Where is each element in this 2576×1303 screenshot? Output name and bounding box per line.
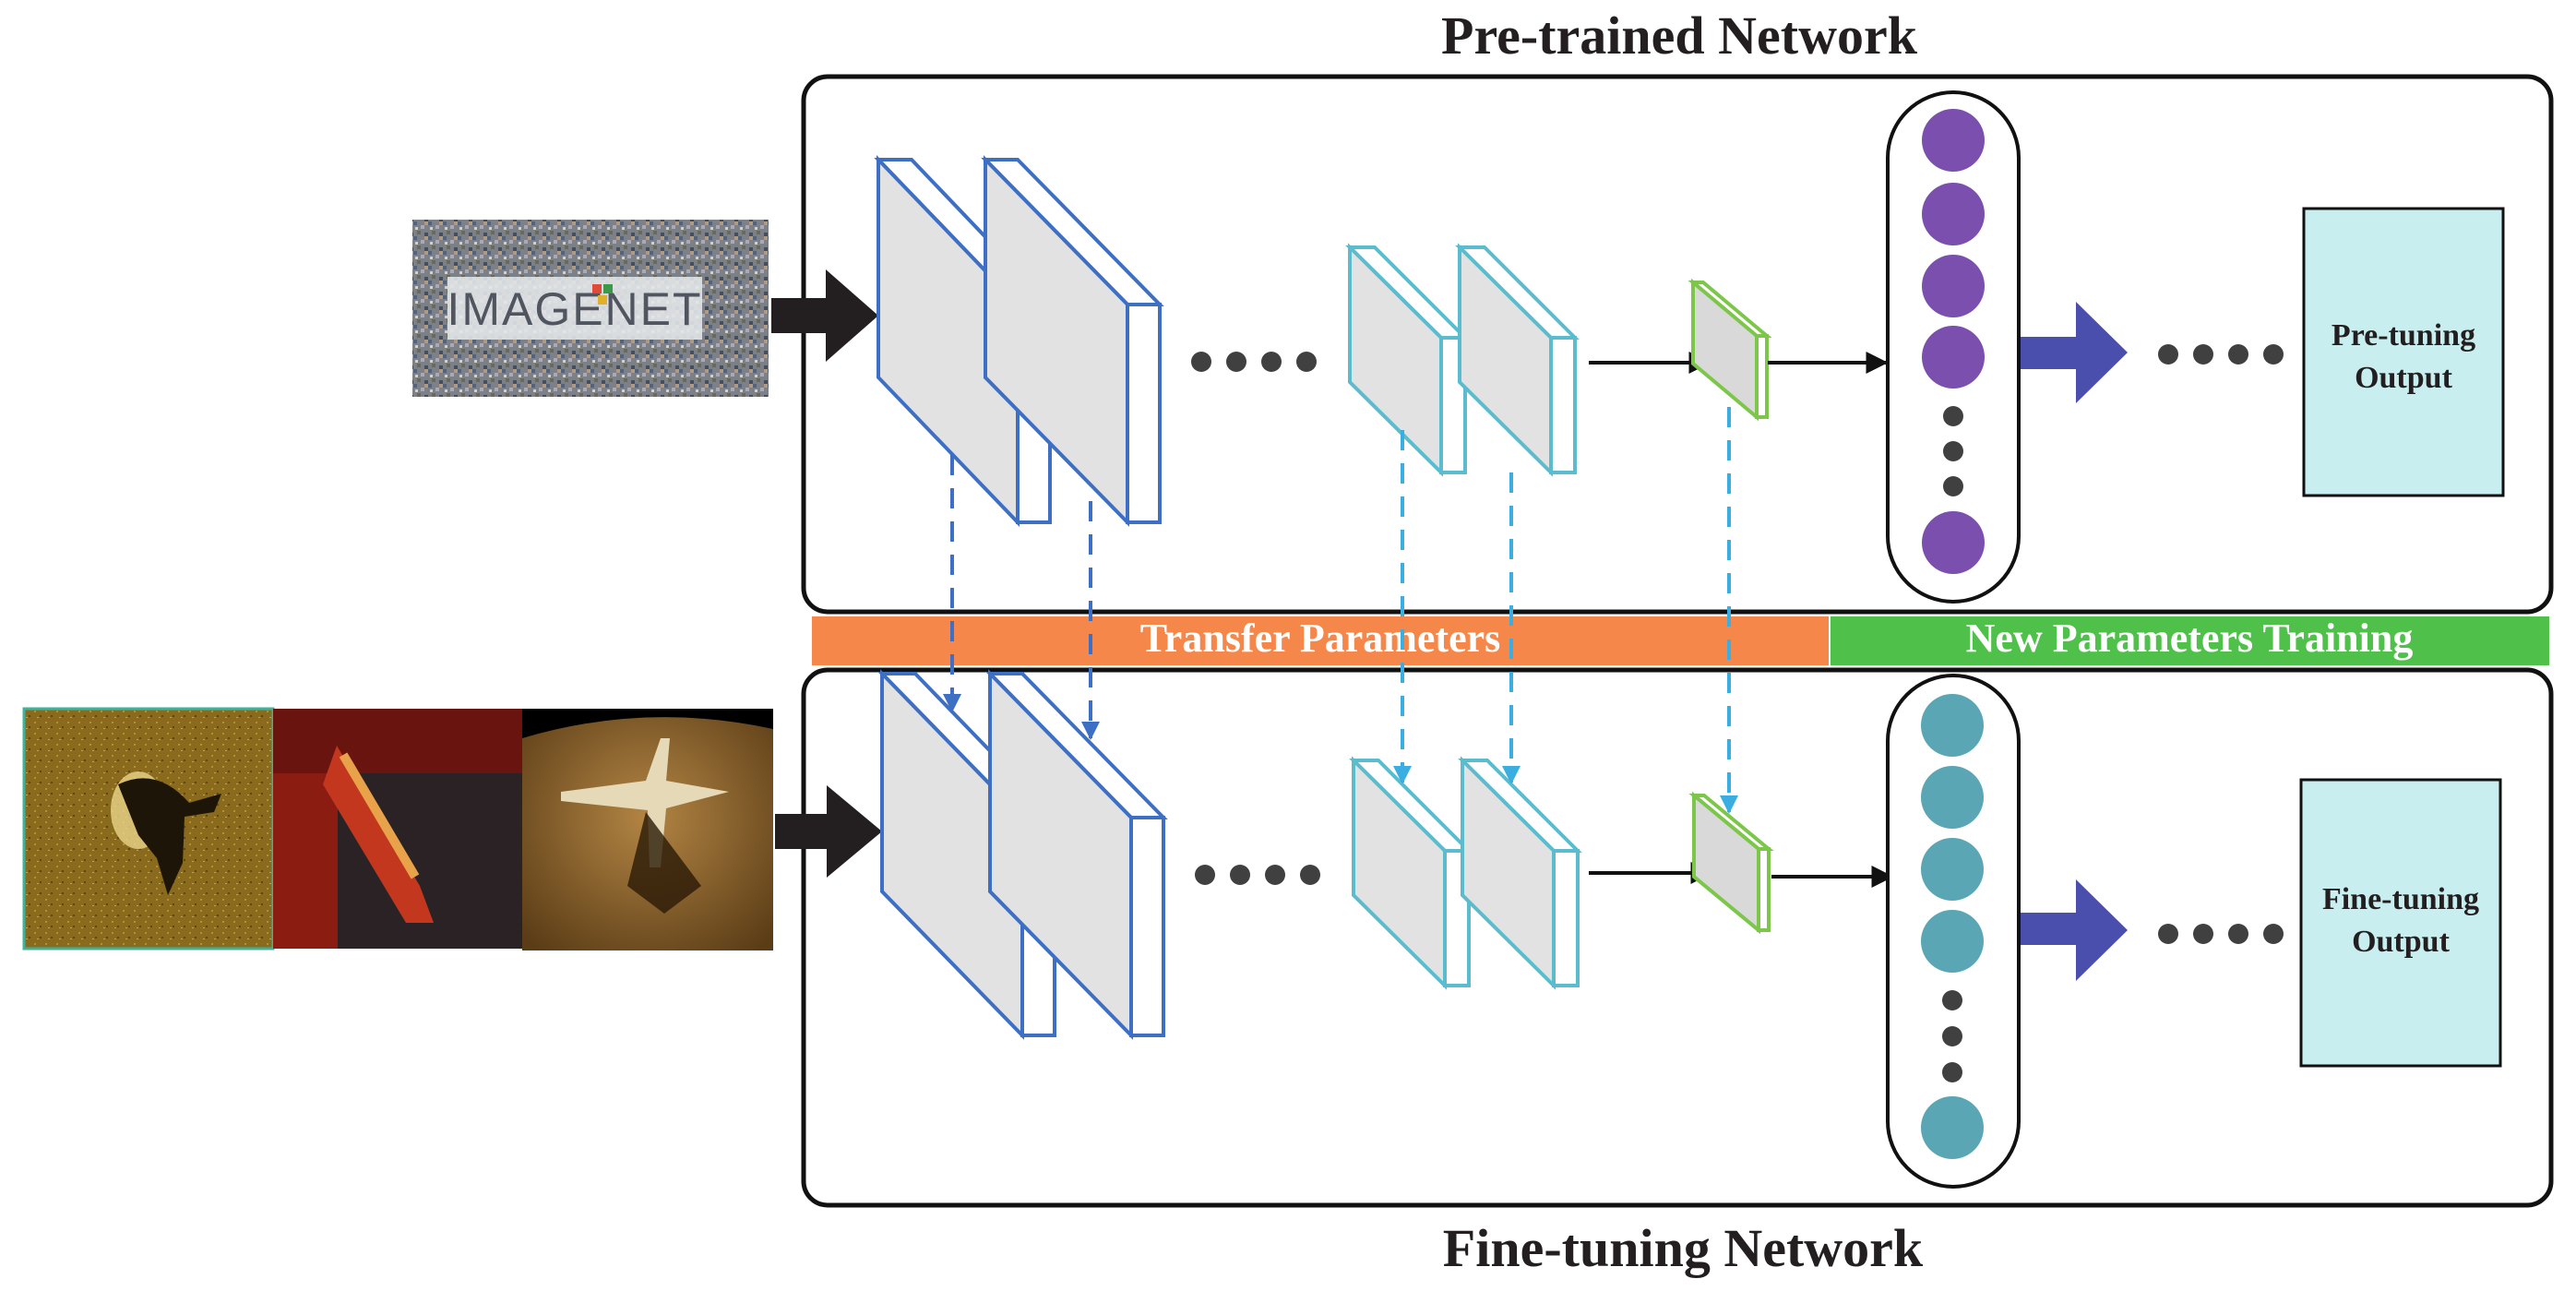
bottom-conv-block-5 (1688, 791, 1774, 935)
transfer-parameters-band (812, 616, 1829, 665)
new-parameters-label: New Parameters Training (1966, 616, 2414, 661)
top-conv-block-3 (1345, 243, 1470, 477)
top-conv-block-5 (1688, 278, 1772, 422)
finetuning-network-frame (801, 667, 2554, 1208)
bottom-fc-neurons (1921, 694, 1984, 1159)
bottom-ellipsis-2 (2158, 924, 2284, 944)
top-fc-output-arrow (2021, 302, 2128, 403)
pretuning-output-label-line1: Pre-tuning (2332, 318, 2475, 353)
bottom-neuron (1921, 838, 1984, 901)
top-neuron (1922, 183, 1985, 245)
sonar-image-diver (22, 707, 275, 950)
imagenet-logo-text: IMAGENET (447, 283, 702, 335)
bottom-neuron (1921, 766, 1984, 829)
top-neuron (1922, 109, 1985, 172)
sonar-image-airplane (522, 709, 773, 950)
transfer-arrows (943, 407, 1738, 814)
finetuning-network-title: Fine-tuning Network (1443, 1218, 1924, 1278)
transfer-parameters-label: Transfer Parameters (1140, 616, 1501, 661)
top-neuron (1922, 326, 1985, 389)
bottom-neuron (1921, 910, 1984, 973)
top-neuron (1922, 255, 1985, 317)
sonar-image-ship (273, 709, 522, 949)
bottom-ellipsis-1 (1195, 865, 1320, 885)
bottom-conv-block-4 (1458, 756, 1582, 990)
imagenet-image: IMAGENET (412, 220, 769, 397)
bottom-conv-block-2 (985, 669, 1168, 1040)
new-parameters-band (1831, 616, 2549, 665)
pretuning-output-label-line2: Output (2355, 361, 2452, 395)
bottom-neuron (1921, 1096, 1984, 1159)
top-neuron (1922, 511, 1985, 574)
bottom-conv-block-3 (1349, 756, 1473, 990)
top-ellipsis-2 (2158, 344, 2284, 365)
finetuning-output-label-line1: Fine-tuning (2322, 882, 2479, 916)
finetuning-output-label-line2: Output (2352, 925, 2450, 959)
input-arrow-bottom (775, 785, 882, 878)
top-conv-block-4 (1455, 243, 1580, 477)
top-fc-neurons (1922, 109, 1985, 574)
bottom-fc-vertical-dots (1942, 990, 1962, 1082)
pretrained-network-frame (801, 74, 2554, 615)
input-arrow-top (771, 269, 878, 362)
top-fc-vertical-dots (1943, 406, 1963, 496)
bottom-fc-output-arrow (2021, 879, 2128, 981)
finetuning-output-box (2299, 778, 2502, 1068)
bottom-neuron (1921, 694, 1984, 757)
pretrained-network-title: Pre-trained Network (1441, 6, 1918, 66)
top-ellipsis-1 (1191, 352, 1317, 372)
top-conv-block-2 (981, 155, 1164, 527)
pretuning-output-box (2302, 207, 2505, 497)
